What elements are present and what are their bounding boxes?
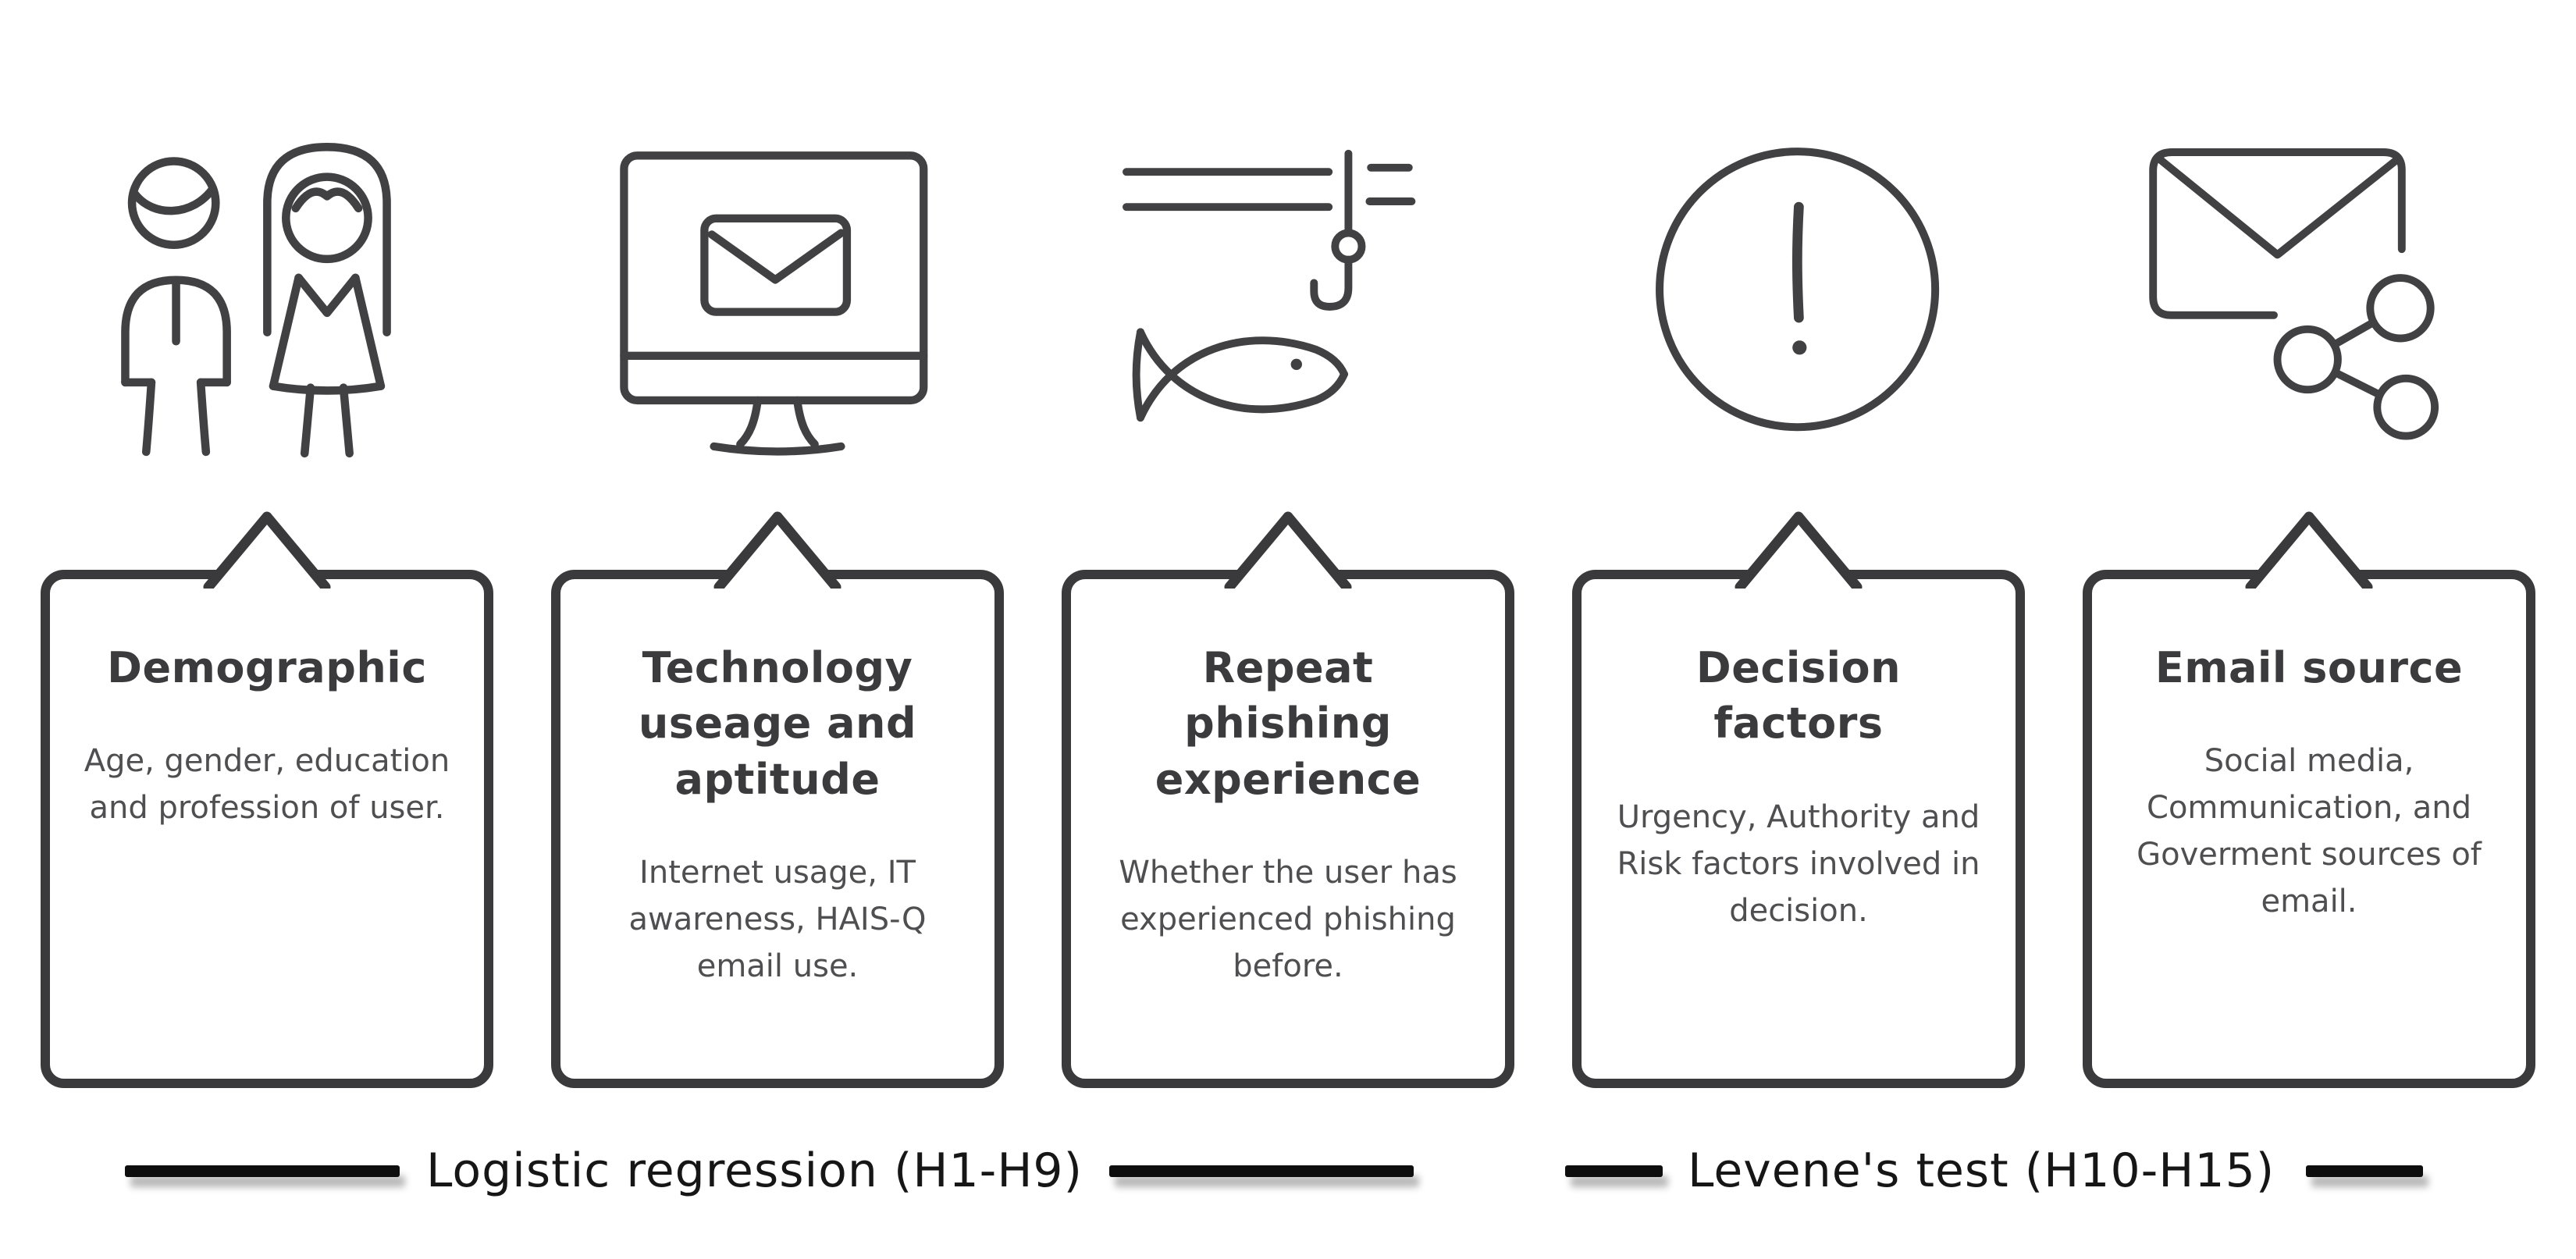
card-description: Urgency, Authority and Risk factors invo… bbox=[1617, 798, 1980, 929]
card-title: Technology useage and aptitude bbox=[638, 643, 917, 804]
legend-logistic-regression: Logistic regression (H1-H9) bbox=[125, 1120, 1414, 1222]
card-technology: Technology useage and aptitude Internet … bbox=[551, 511, 1004, 1088]
card-description: Age, gender, education and profession of… bbox=[84, 743, 450, 827]
card-column-email-source: Email source Social media, Communication… bbox=[2083, 0, 2535, 1088]
card-column-phishing: Repeat phishing experience Whether the u… bbox=[1062, 0, 1514, 1088]
card-title: Repeat phishing experience bbox=[1155, 643, 1421, 804]
card-title: Decision factors bbox=[1695, 643, 1902, 749]
card-description: Internet usage, IT awareness, HAIS-Q ema… bbox=[628, 854, 927, 984]
pointer-notch-icon bbox=[1224, 511, 1352, 589]
pointer-notch-icon bbox=[203, 511, 331, 589]
card-title: Demographic bbox=[107, 643, 427, 692]
legend-label: Logistic regression (H1-H9) bbox=[426, 1143, 1083, 1198]
divider-line bbox=[2306, 1165, 2424, 1177]
card-column-technology: Technology useage and aptitude Internet … bbox=[551, 0, 1004, 1088]
monitor-email-icon bbox=[606, 0, 949, 479]
pointer-notch-icon bbox=[2245, 511, 2373, 589]
legend-levenes-test: Levene's test (H10-H15) bbox=[1565, 1120, 2424, 1222]
divider-line bbox=[1565, 1165, 1663, 1177]
card-email-source: Email source Social media, Communication… bbox=[2083, 511, 2535, 1088]
card-decision-factors: Decision factors Urgency, Authority and … bbox=[1572, 511, 2025, 1088]
card-demographic: Demographic Age, gender, education and p… bbox=[41, 511, 493, 1088]
pointer-notch-icon bbox=[1735, 511, 1863, 589]
card-column-decision: Decision factors Urgency, Authority and … bbox=[1572, 0, 2025, 1088]
card-description: Social media, Communication, and Goverme… bbox=[2137, 743, 2482, 920]
fish-hook-phishing-icon bbox=[1105, 0, 1471, 479]
cards-row: Demographic Age, gender, education and p… bbox=[41, 0, 2535, 1088]
pointer-notch-icon bbox=[713, 511, 841, 589]
card-description: Whether the user has experienced phishin… bbox=[1119, 854, 1457, 984]
card-title: Email source bbox=[2154, 643, 2464, 692]
legend-label: Levene's test (H10-H15) bbox=[1688, 1143, 2275, 1198]
card-phishing-experience: Repeat phishing experience Whether the u… bbox=[1062, 511, 1514, 1088]
divider-line bbox=[125, 1165, 400, 1177]
exclamation-circle-icon bbox=[1628, 0, 1969, 479]
card-column-demographic: Demographic Age, gender, education and p… bbox=[41, 0, 493, 1088]
email-share-icon bbox=[2126, 0, 2492, 479]
man-woman-people-icon bbox=[80, 0, 454, 479]
divider-line bbox=[1109, 1165, 1414, 1177]
